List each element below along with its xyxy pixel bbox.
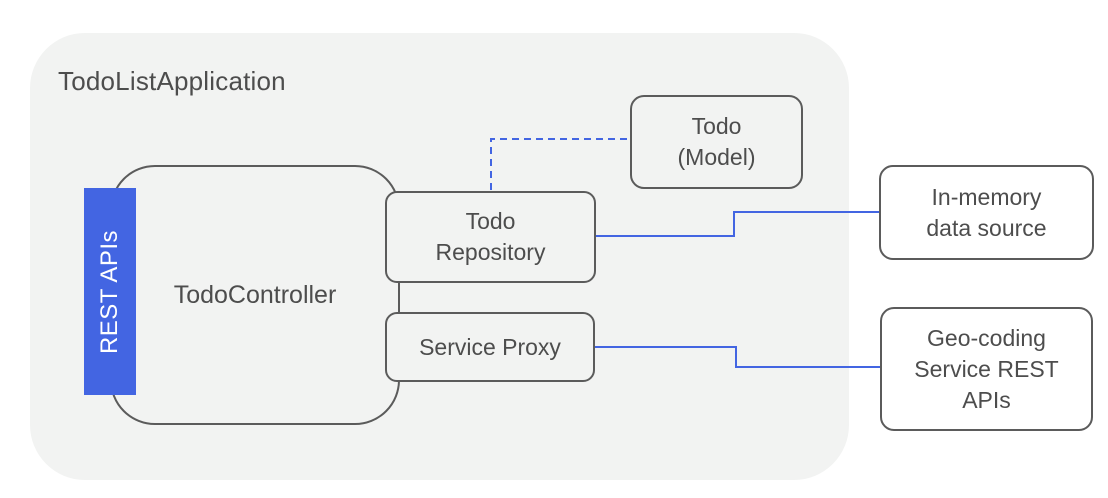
todo-repository-label: Todo Repository <box>435 208 546 265</box>
service-proxy-node: Service Proxy <box>385 312 595 382</box>
todo-repository-node: Todo Repository <box>385 191 596 283</box>
rest-apis-badge: REST APIs <box>84 188 136 395</box>
geo-coding-service-label: Geo-coding Service REST APIs <box>914 324 1059 413</box>
in-memory-data-source-node: In-memory data source <box>879 165 1094 260</box>
todo-controller-node: TodoController <box>110 165 400 425</box>
todo-model-node: Todo (Model) <box>630 95 803 189</box>
rest-apis-badge-label: REST APIs <box>96 229 124 354</box>
todo-controller-label: TodoController <box>173 280 337 309</box>
container-title: TodoListApplication <box>58 66 286 96</box>
service-proxy-label: Service Proxy <box>419 333 561 360</box>
in-memory-data-source-label: In-memory data source <box>926 183 1047 241</box>
todo-model-label: Todo (Model) <box>677 113 756 170</box>
geo-coding-service-node: Geo-coding Service REST APIs <box>880 307 1093 431</box>
